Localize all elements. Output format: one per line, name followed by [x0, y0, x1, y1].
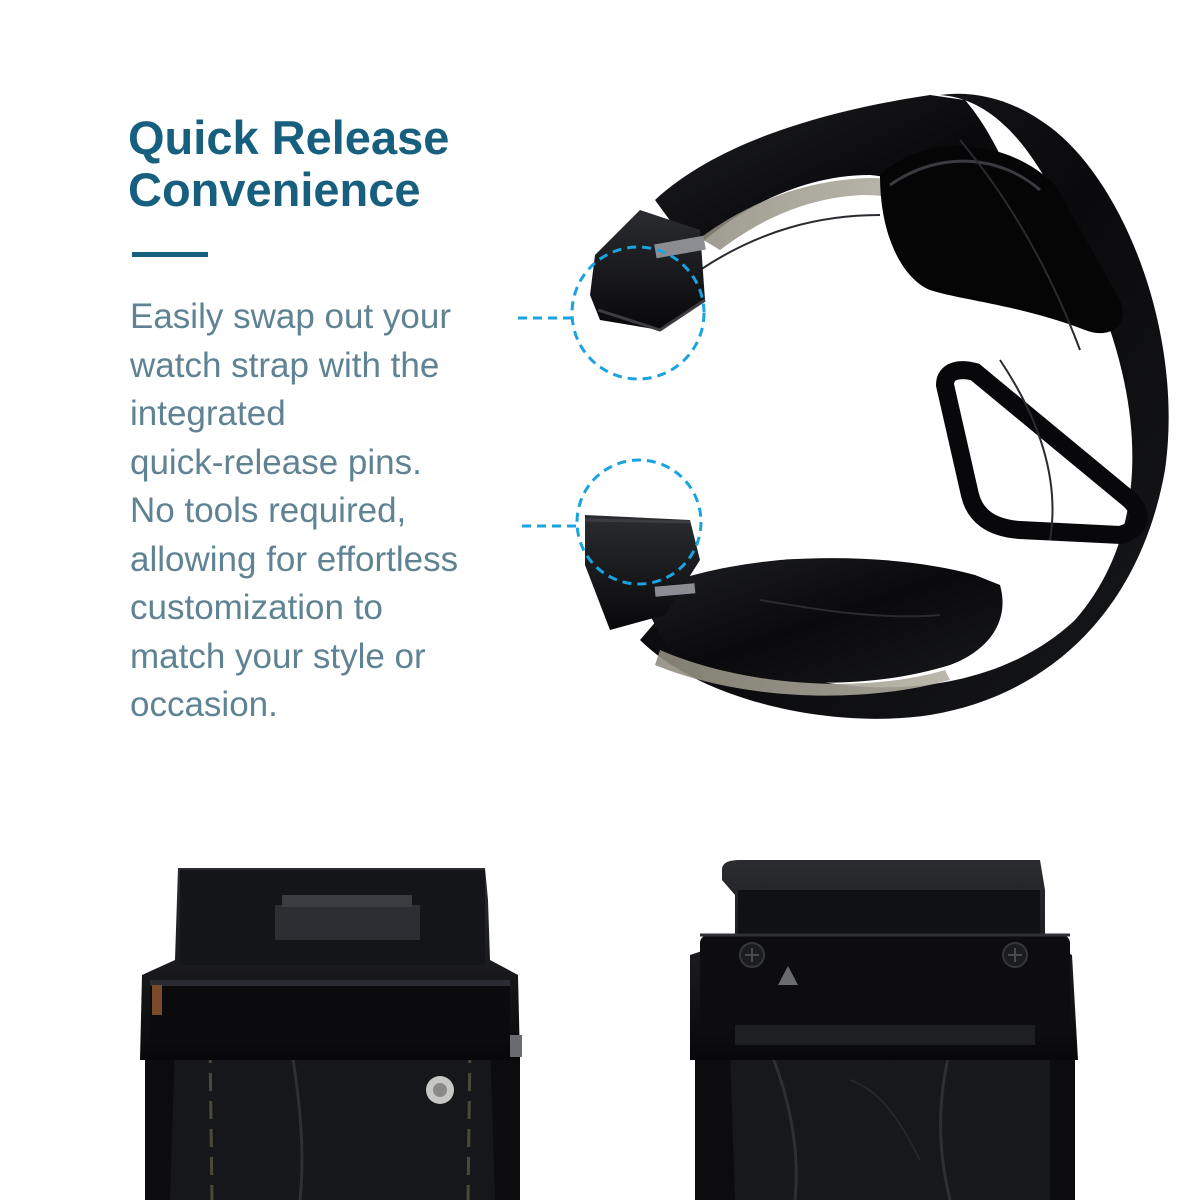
description-line: match your style or [130, 636, 426, 676]
description-line: customization to [130, 588, 383, 627]
callout-circle-bottom-icon [522, 458, 703, 586]
screw-icon [739, 942, 765, 968]
description-line: allowing for effortless [130, 539, 459, 579]
description-line: integrated [130, 394, 286, 433]
description-line: occasion. [130, 685, 278, 724]
closeup-right [690, 860, 1078, 1200]
upper-quick-release-lug [590, 210, 706, 332]
title-divider [132, 252, 208, 257]
description-line: Easily swap out your [130, 297, 451, 336]
description-line: quick-release pins. [130, 442, 422, 482]
triangle-marker-icon [778, 966, 798, 985]
title-line-1: Quick Release [128, 111, 450, 164]
title-line-2: Convenience [128, 163, 421, 216]
description-line: No tools required, [130, 491, 407, 530]
callout-circle-top-icon [518, 245, 706, 381]
closeup-left [140, 868, 522, 1200]
description: Easily swap out your watch strap with th… [130, 293, 510, 730]
watch-strap [640, 93, 1169, 719]
description-line: watch strap with the [130, 345, 440, 385]
lower-quick-release-lug [584, 515, 700, 630]
page-title: Quick Release Convenience [128, 112, 548, 216]
screw-icon [1002, 942, 1028, 968]
